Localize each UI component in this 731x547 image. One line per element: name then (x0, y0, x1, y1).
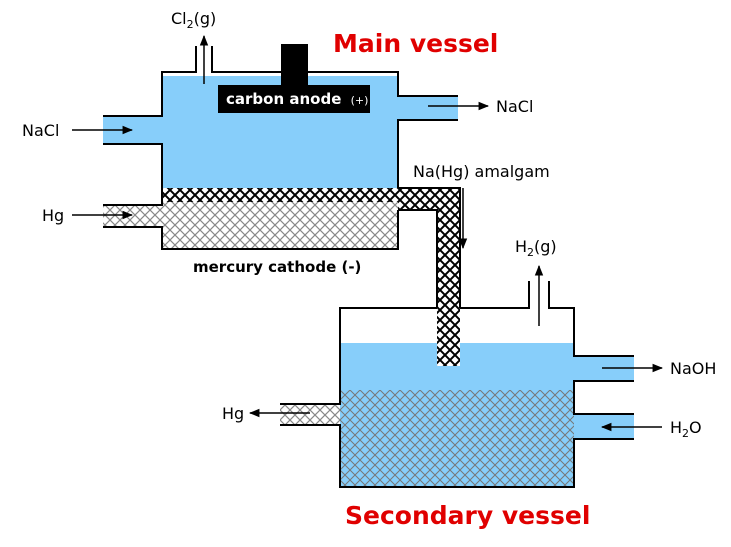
amalgam-pipe-tip (437, 308, 460, 366)
naoh-label: NaOH (670, 359, 716, 378)
svg-text:carbon anode (+): carbon anode (+) (226, 90, 368, 108)
cl2-label: Cl2(g) (171, 9, 216, 31)
cathode-label: mercury cathode (-) (193, 258, 361, 276)
amalgam-pipe-outline (398, 187, 461, 308)
h2-label: H2(g) (515, 237, 557, 259)
secondary-vessel-title: Secondary vessel (345, 501, 590, 530)
amalgam-label: Na(Hg) amalgam (413, 162, 550, 181)
main-vessel-outline (103, 46, 458, 250)
hg-in-label: Hg (42, 206, 64, 225)
main-amalgam-band (162, 188, 398, 202)
secondary-vessel-outline (280, 281, 634, 488)
hg-out-label: Hg (222, 404, 244, 423)
anode-sign: (+) (351, 94, 369, 107)
secondary-mercury (340, 390, 574, 487)
main-vessel-title: Main vessel (333, 29, 498, 58)
secondary-vessel (280, 281, 634, 488)
secondary-hg-outlet (280, 404, 340, 425)
h2o-label: H2O (670, 418, 702, 440)
nacl-out-label: NaCl (496, 97, 533, 116)
anode-body (218, 85, 370, 113)
nacl-in-label: NaCl (22, 121, 59, 140)
flow-arrows (72, 34, 664, 432)
main-hg-inlet (103, 205, 162, 227)
anode-label: carbon anode (226, 90, 341, 108)
main-vessel: carbon anode (+) (103, 44, 458, 250)
anode-rod (281, 44, 308, 88)
main-outlet-brine (398, 96, 458, 120)
